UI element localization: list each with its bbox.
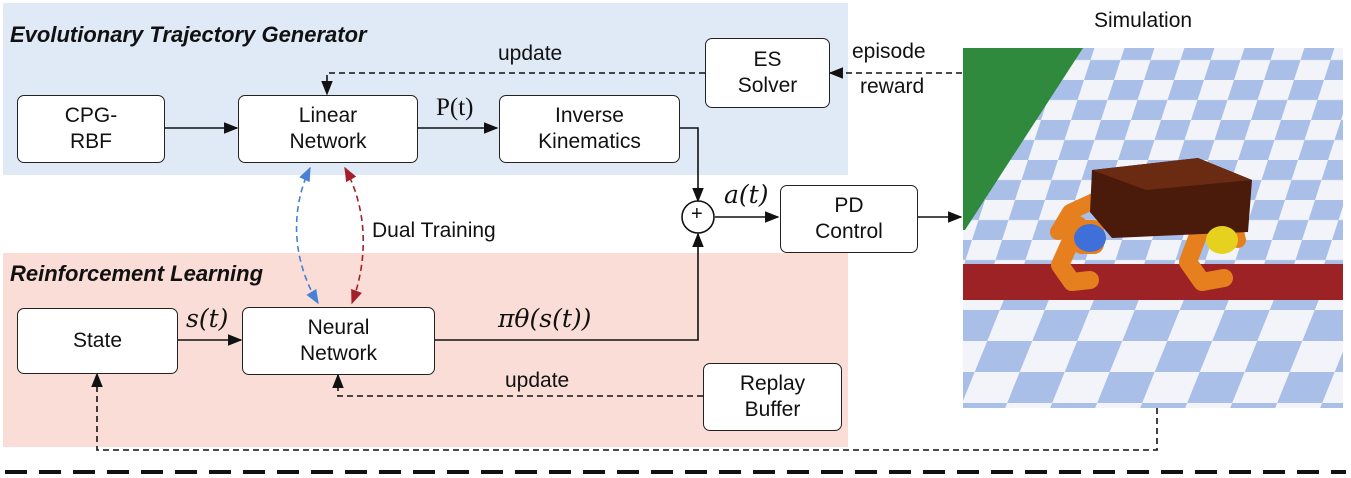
p-t-label: P(t) — [436, 94, 474, 121]
inverse-kinematics-box: Inverse Kinematics — [499, 95, 680, 163]
es-solver-box: ES Solver — [705, 38, 830, 108]
simulation-label: Simulation — [1094, 9, 1193, 32]
arrow-dual-blue — [295, 166, 319, 305]
pd-control-box: PD Control — [780, 185, 918, 253]
arrow-dual-red — [344, 166, 364, 305]
etg-title: Evolutionary Trajectory Generator — [10, 22, 367, 47]
arrow-replay-to-neural — [332, 373, 703, 397]
arrow-es-to-linear — [321, 72, 705, 96]
reward-label: reward — [860, 75, 925, 98]
cpg-rbf-box: CPG- RBF — [17, 95, 165, 163]
dual-training-label: Dual Training — [372, 219, 496, 242]
neural-network-box: Neural Network — [242, 307, 435, 375]
arrow-sim-to-state — [91, 372, 1158, 451]
robot — [1050, 158, 1252, 291]
arrow-ik-to-sum — [680, 127, 704, 203]
state-box: State — [17, 308, 178, 374]
rl-title: Reinforcement Learning — [10, 261, 264, 286]
arrow-neural-to-sum — [435, 232, 704, 341]
linear-network-box: Linear Network — [238, 95, 418, 163]
policy-label: πθ(s(t)) — [498, 304, 592, 333]
episode-label: episode — [852, 40, 926, 63]
update-bottom-label: update — [505, 369, 570, 392]
sum-symbol: + — [691, 203, 703, 225]
update-top-label: update — [498, 42, 563, 65]
replay-buffer-box: Replay Buffer — [703, 363, 842, 431]
a-t-label: a(t) — [724, 180, 769, 209]
sum-node — [681, 200, 715, 234]
s-t-label: s(t) — [186, 304, 229, 333]
